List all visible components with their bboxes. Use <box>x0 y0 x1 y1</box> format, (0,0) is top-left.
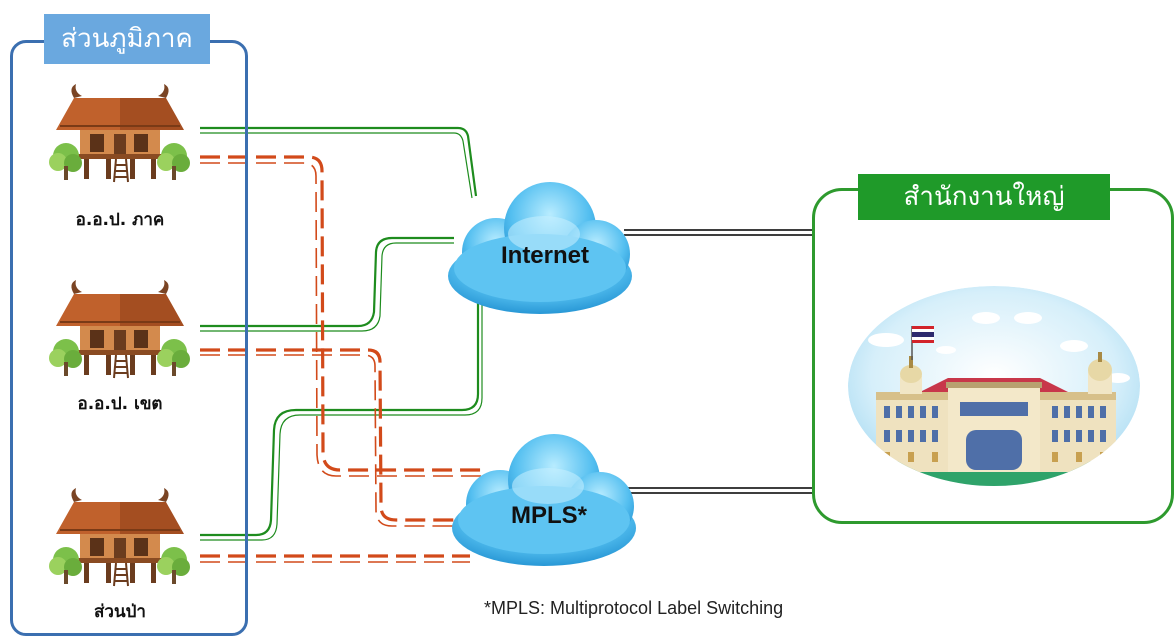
internet-link-region-inner <box>200 132 473 199</box>
site-label-district-office: อ.อ.ป. เขต <box>77 394 163 414</box>
internet-link-region <box>200 126 478 197</box>
mpls-link-district <box>200 348 458 522</box>
mpls-link-region <box>200 155 484 472</box>
internet-link-district <box>200 236 454 328</box>
internet-link-forest <box>200 294 480 537</box>
internet-cloud-label: Internet <box>500 242 589 269</box>
mpls-link-district-inner <box>200 354 458 527</box>
mpls-footnote: *MPLS: Multiprotocol Label Switching <box>484 598 784 618</box>
regional-title: ส่วนภูมิภาค <box>44 14 210 64</box>
mpls-link-region-inner <box>200 162 484 477</box>
site-label-regional-office: อ.อ.ป. ภาค <box>75 210 165 230</box>
site-label-forest-unit: ส่วนป่า <box>94 602 146 622</box>
headquarters-title: สำนักงานใหญ่ <box>858 174 1110 220</box>
internet-link-district-inner <box>200 242 454 332</box>
internet-link-forest-inner <box>200 296 483 541</box>
mpls-cloud-label: MPLS* <box>510 502 587 529</box>
